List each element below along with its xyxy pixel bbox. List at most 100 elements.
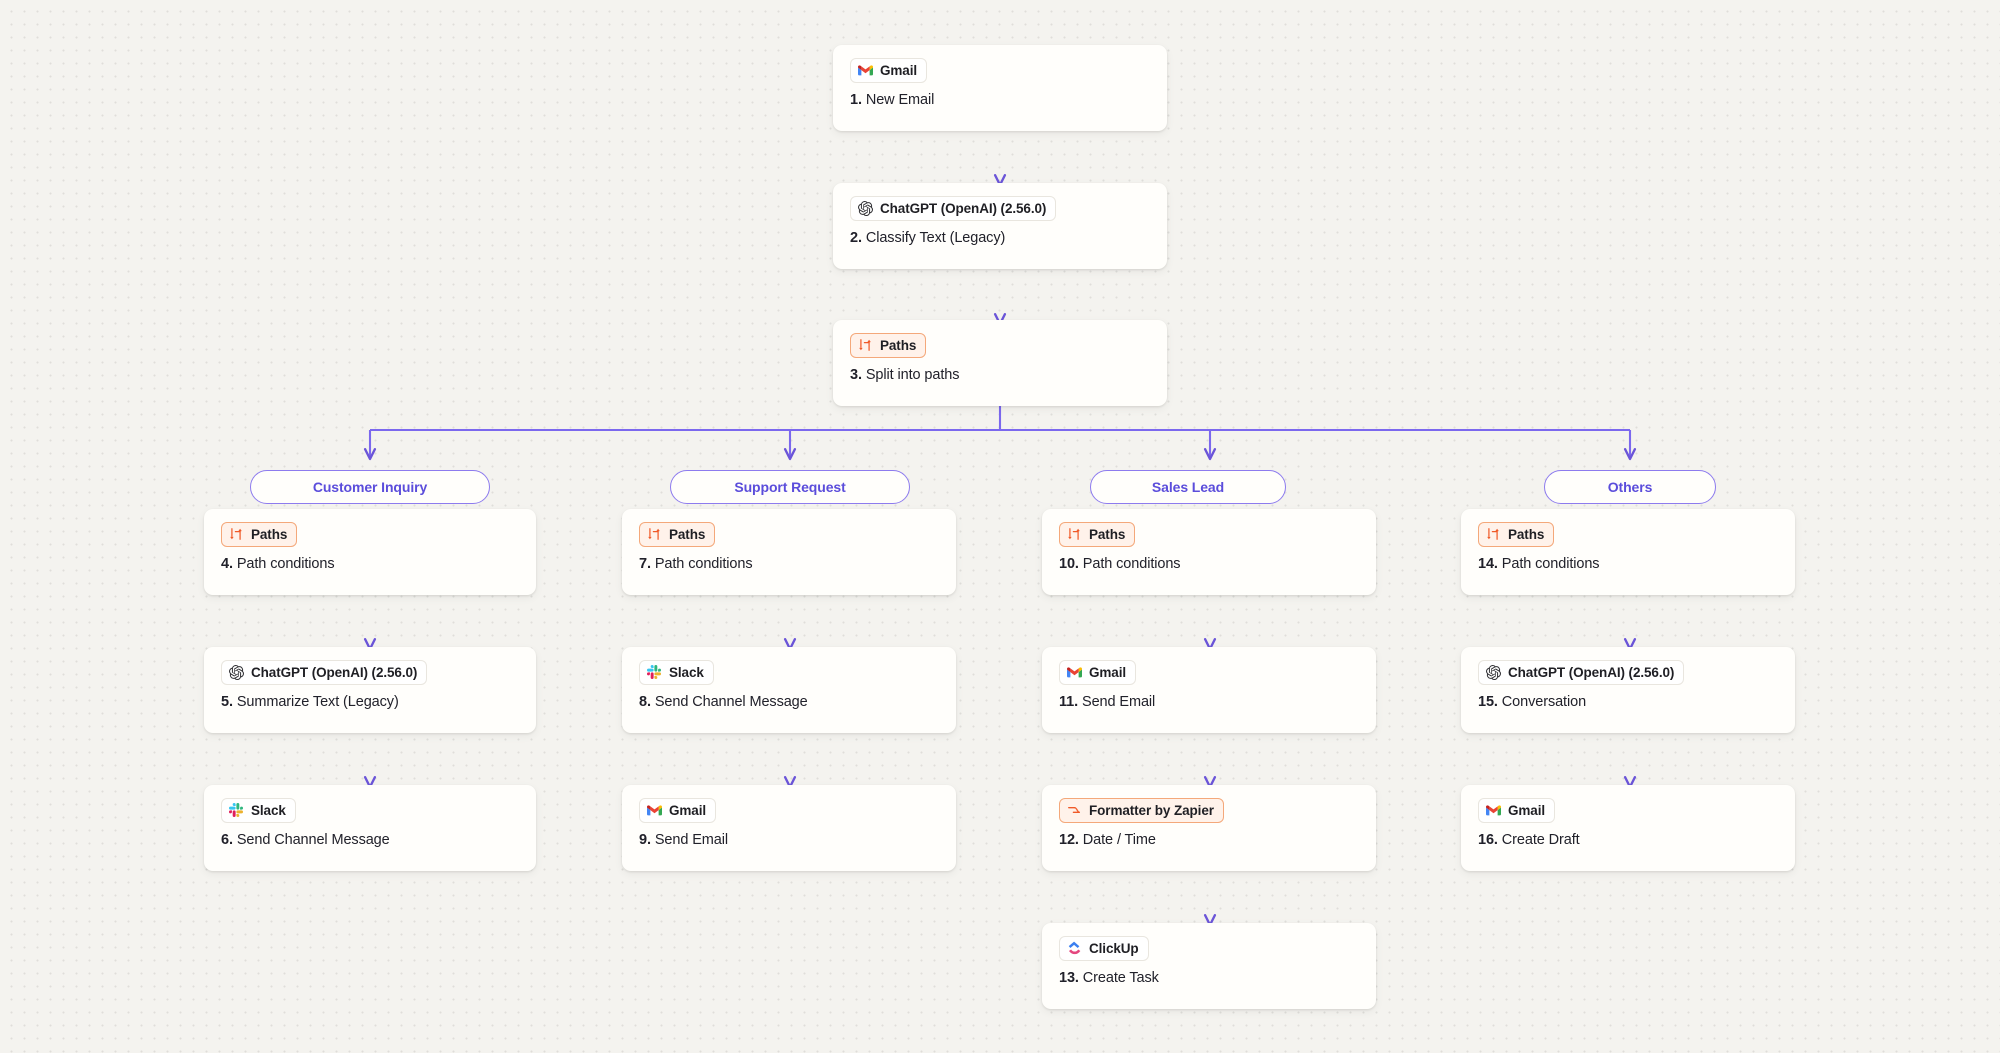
app-chip-paths: Paths xyxy=(639,522,716,547)
step-number: 16. xyxy=(1478,832,1498,848)
app-chip-gmail: Gmail xyxy=(1059,660,1137,685)
gmail-icon xyxy=(1486,803,1501,818)
clickup-icon xyxy=(1067,941,1082,956)
step-title: Send Email xyxy=(654,832,728,848)
node-step-11[interactable]: Gmail 11. Send Email xyxy=(1042,647,1376,733)
step-number: 6. xyxy=(221,832,233,848)
step-label: 1. New Email xyxy=(850,92,1150,109)
node-step-9[interactable]: Gmail 9. Send Email xyxy=(622,785,956,871)
node-step-6[interactable]: Slack 6. Send Channel Message xyxy=(204,785,536,871)
gmail-icon xyxy=(858,63,873,78)
app-chip-label: ChatGPT (OpenAI) (2.56.0) xyxy=(251,664,418,680)
step-title: Path conditions xyxy=(1501,556,1600,572)
node-step-5[interactable]: ChatGPT (OpenAI) (2.56.0) 5. Summarize T… xyxy=(204,647,536,733)
app-chip-label: Paths xyxy=(1508,526,1545,542)
node-step-15[interactable]: ChatGPT (OpenAI) (2.56.0) 15. Conversati… xyxy=(1461,647,1795,733)
step-number: 5. xyxy=(221,694,233,710)
step-number: 7. xyxy=(639,556,651,572)
app-chip-paths: Paths xyxy=(1478,522,1555,547)
app-chip-label: ClickUp xyxy=(1089,940,1139,956)
step-number: 4. xyxy=(221,556,233,572)
app-chip-formatter: Formatter by Zapier xyxy=(1059,798,1224,823)
node-step-10[interactable]: Paths 10. Path conditions xyxy=(1042,509,1376,595)
app-chip-openai: ChatGPT (OpenAI) (2.56.0) xyxy=(850,196,1057,221)
app-chip-slack: Slack xyxy=(639,660,714,685)
step-number: 13. xyxy=(1059,970,1079,986)
openai-icon xyxy=(858,201,873,216)
step-number: 8. xyxy=(639,694,651,710)
step-number: 9. xyxy=(639,832,651,848)
branch-pill-label: Others xyxy=(1607,479,1653,495)
step-title: Path conditions xyxy=(236,556,335,572)
app-chip-label: Paths xyxy=(669,526,706,542)
app-chip-label: Gmail xyxy=(1508,802,1546,818)
node-step-13[interactable]: ClickUp 13. Create Task xyxy=(1042,923,1376,1009)
step-label: 4. Path conditions xyxy=(221,556,519,573)
step-title: Summarize Text (Legacy) xyxy=(236,694,399,710)
slack-icon xyxy=(229,803,244,818)
step-label: 10. Path conditions xyxy=(1059,556,1359,573)
branch-pill-label: Customer Inquiry xyxy=(312,479,428,495)
step-number: 15. xyxy=(1478,694,1498,710)
branch-pill-sales-lead[interactable]: Sales Lead xyxy=(1090,470,1286,504)
openai-icon xyxy=(1486,665,1501,680)
step-label: 15. Conversation xyxy=(1478,694,1778,711)
app-chip-slack: Slack xyxy=(221,798,296,823)
node-step-14[interactable]: Paths 14. Path conditions xyxy=(1461,509,1795,595)
app-chip-label: Gmail xyxy=(880,62,918,78)
branch-pill-others[interactable]: Others xyxy=(1544,470,1716,504)
app-chip-label: Gmail xyxy=(669,802,707,818)
step-number: 3. xyxy=(850,367,862,383)
node-step-16[interactable]: Gmail 16. Create Draft xyxy=(1461,785,1795,871)
step-label: 9. Send Email xyxy=(639,832,939,849)
app-chip-label: ChatGPT (OpenAI) (2.56.0) xyxy=(880,200,1047,216)
step-label: 2. Classify Text (Legacy) xyxy=(850,230,1150,247)
step-label: 6. Send Channel Message xyxy=(221,832,519,849)
node-step-3[interactable]: Paths 3. Split into paths xyxy=(833,320,1167,406)
step-number: 12. xyxy=(1059,832,1079,848)
branch-pill-label: Support Request xyxy=(734,479,846,495)
step-number: 11. xyxy=(1059,694,1079,710)
step-number: 2. xyxy=(850,230,862,246)
node-step-4[interactable]: Paths 4. Path conditions xyxy=(204,509,536,595)
app-chip-paths: Paths xyxy=(850,333,927,358)
step-title: Split into paths xyxy=(865,367,960,383)
node-step-12[interactable]: Formatter by Zapier 12. Date / Time xyxy=(1042,785,1376,871)
step-title: Date / Time xyxy=(1082,832,1156,848)
app-chip-label: Formatter by Zapier xyxy=(1089,802,1214,818)
step-title: New Email xyxy=(865,92,935,108)
app-chip-openai: ChatGPT (OpenAI) (2.56.0) xyxy=(1478,660,1685,685)
app-chip-label: Paths xyxy=(251,526,288,542)
step-title: Classify Text (Legacy) xyxy=(865,230,1006,246)
step-title: Path conditions xyxy=(654,556,753,572)
step-title: Send Email xyxy=(1082,694,1156,710)
paths-icon xyxy=(229,527,244,542)
step-title: Create Task xyxy=(1082,970,1159,986)
step-number: 1. xyxy=(850,92,862,108)
node-step-7[interactable]: Paths 7. Path conditions xyxy=(622,509,956,595)
step-title: Send Channel Message xyxy=(654,694,808,710)
slack-icon xyxy=(647,665,662,680)
paths-icon xyxy=(858,338,873,353)
step-label: 14. Path conditions xyxy=(1478,556,1778,573)
branch-pill-support-request[interactable]: Support Request xyxy=(670,470,910,504)
app-chip-label: Gmail xyxy=(1089,664,1127,680)
app-chip-gmail: Gmail xyxy=(639,798,717,823)
app-chip-label: Slack xyxy=(251,802,286,818)
step-label: 3. Split into paths xyxy=(850,367,1150,384)
app-chip-gmail: Gmail xyxy=(1478,798,1556,823)
node-step-1[interactable]: Gmail 1. New Email xyxy=(833,45,1167,131)
app-chip-gmail: Gmail xyxy=(850,58,928,83)
formatter-icon xyxy=(1067,803,1082,818)
branch-pill-customer-inquiry[interactable]: Customer Inquiry xyxy=(250,470,490,504)
step-number: 10. xyxy=(1059,556,1079,572)
app-chip-label: Paths xyxy=(1089,526,1126,542)
app-chip-openai: ChatGPT (OpenAI) (2.56.0) xyxy=(221,660,428,685)
step-title: Send Channel Message xyxy=(236,832,390,848)
node-step-8[interactable]: Slack 8. Send Channel Message xyxy=(622,647,956,733)
paths-icon xyxy=(647,527,662,542)
app-chip-label: ChatGPT (OpenAI) (2.56.0) xyxy=(1508,664,1675,680)
step-label: 7. Path conditions xyxy=(639,556,939,573)
node-step-2[interactable]: ChatGPT (OpenAI) (2.56.0) 2. Classify Te… xyxy=(833,183,1167,269)
